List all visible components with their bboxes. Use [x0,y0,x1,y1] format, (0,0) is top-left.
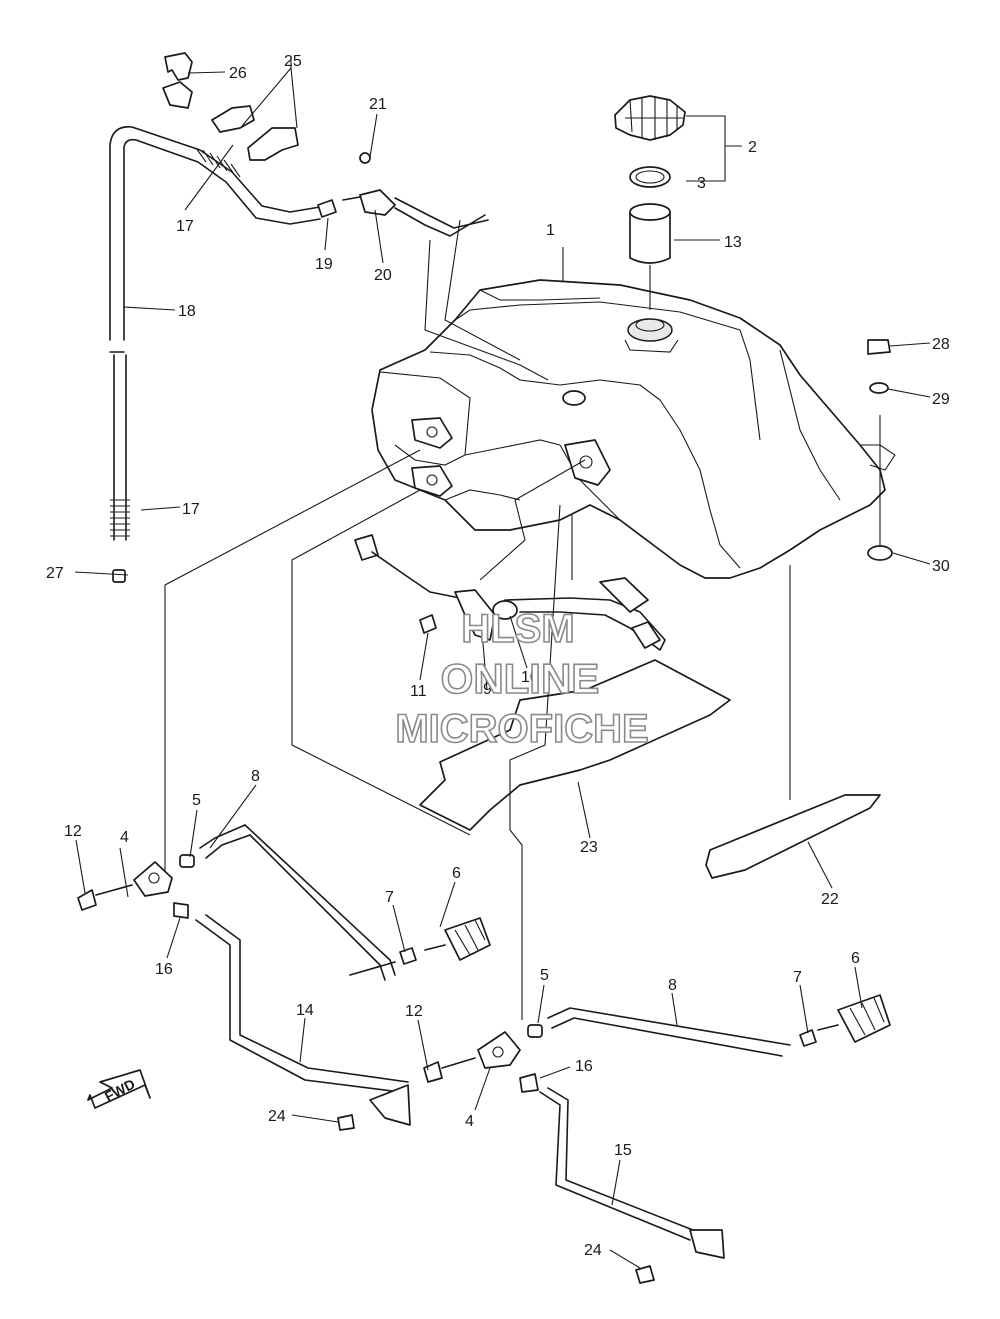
callout-3: 3 [697,175,706,192]
callout-8-left: 8 [251,768,260,785]
callout-6-right: 6 [851,950,860,967]
callout-16-left: 16 [155,961,173,978]
callout-17-upper: 17 [176,218,194,235]
spring-guard-lower [110,499,130,537]
callout-18: 18 [178,303,196,320]
hose-holder-clamps [162,52,299,161]
callout-8-right: 8 [668,977,677,994]
protector-sheet [419,659,731,831]
breather-hose [109,126,321,583]
callout-7-left: 7 [385,889,394,906]
callout-24-right: 24 [584,1242,602,1259]
callout-13: 13 [724,234,742,251]
callout-19: 19 [315,256,333,273]
callout-7-right: 7 [793,969,802,986]
watermark-line-2: ONLINE [441,655,600,702]
fuel-tank [371,279,896,579]
fuel-cock-left [77,824,491,1131]
callout-20: 20 [374,267,392,284]
assembly-lines [164,219,881,1020]
forward-direction-arrow: FWD [87,1069,151,1109]
callout-5-left: 5 [192,792,201,809]
fuel-cap [614,95,686,141]
callout-24-left: 24 [268,1108,286,1125]
callout-2: 2 [748,139,757,156]
callout-5-right: 5 [540,967,549,984]
callout-17-lower: 17 [182,501,200,518]
callout-6-left: 6 [452,865,461,882]
callout-16-right: 16 [575,1058,593,1075]
callout-26: 26 [229,65,247,82]
watermark: HLSM ONLINE MICROFICHE [395,606,650,752]
callout-28: 28 [932,336,950,353]
leader-lines [74,60,931,1269]
spring-guard-upper [195,147,241,178]
callout-9: 9 [483,681,492,698]
callout-4-right: 4 [465,1113,474,1130]
callout-10: 10 [521,669,539,686]
vent-cap [112,569,126,583]
watermark-line-1: HLSM [461,607,574,651]
callout-11: 11 [410,683,427,700]
callout-27: 27 [46,565,64,582]
cap-gasket [629,166,671,188]
fuel-strainer [629,203,671,264]
callout-15: 15 [614,1142,632,1159]
callout-22: 22 [821,891,839,908]
callout-labels: 1 2 3 4 4 5 5 6 6 7 7 8 8 9 10 11 12 12 … [46,53,950,1259]
breather-fittings [317,152,489,237]
callout-23: 23 [580,839,598,856]
callout-21: 21 [369,96,387,113]
fuel-cock-right [423,994,891,1284]
callout-1: 1 [546,222,555,239]
callout-4-left: 4 [120,829,129,846]
damper-strip [705,794,881,879]
callout-12-right: 12 [405,1003,423,1020]
callout-30: 30 [932,558,950,575]
callout-12-left: 12 [64,823,82,840]
tank-mount-hardware [867,339,893,561]
watermark-line-3: MICROFICHE [395,707,648,751]
callout-14: 14 [296,1002,314,1019]
callout-25: 25 [284,53,302,70]
fuel-sender-unit [354,534,666,651]
callout-29: 29 [932,391,950,408]
